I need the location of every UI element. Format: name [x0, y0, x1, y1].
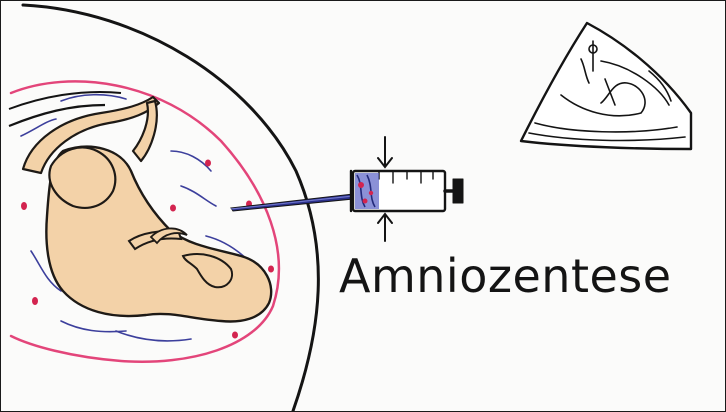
syringe-fluid [355, 173, 379, 209]
caption-amniozentese: Amniozentese [339, 249, 672, 303]
ultrasound-scan [521, 23, 691, 149]
